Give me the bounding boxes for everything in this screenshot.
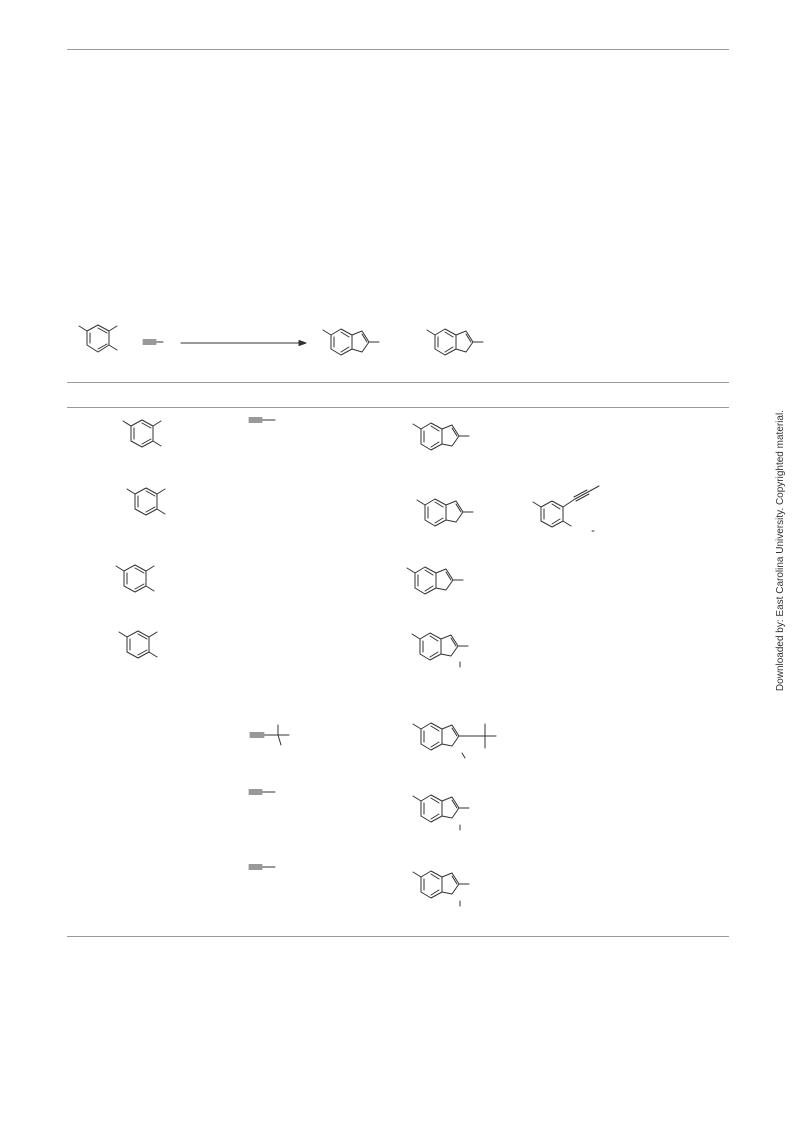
row5-alkyne-tbu <box>249 724 290 746</box>
watermark-text: Downloaded by: East Carolina University.… <box>775 410 786 692</box>
row1-product <box>412 422 470 451</box>
row2-substrate <box>126 487 166 516</box>
row1-substrate <box>122 419 162 448</box>
row4-product <box>411 632 469 668</box>
table-bottom-rule <box>67 936 729 937</box>
row6-alkyne <box>248 789 276 795</box>
scheme-aryl-substrate <box>78 324 118 353</box>
row2-product-minor <box>532 485 600 532</box>
row5-product <box>412 722 497 759</box>
table-header-rule <box>67 407 729 408</box>
row3-substrate <box>115 564 155 593</box>
row6-product <box>412 794 470 831</box>
table-top-rule <box>67 382 729 383</box>
row3-product <box>406 566 464 595</box>
scheme-reaction-arrow <box>180 340 307 346</box>
top-header-rule <box>67 49 729 50</box>
row7-product <box>412 870 470 907</box>
scheme-terminal-alkyne <box>142 339 164 345</box>
row1-alkyne <box>248 417 276 423</box>
scheme-cyclized-product-alt <box>426 328 484 356</box>
scheme-cyclized-product <box>322 328 380 356</box>
row7-alkyne <box>248 864 276 870</box>
row4-substrate <box>118 630 158 659</box>
row2-product-major <box>416 498 474 527</box>
